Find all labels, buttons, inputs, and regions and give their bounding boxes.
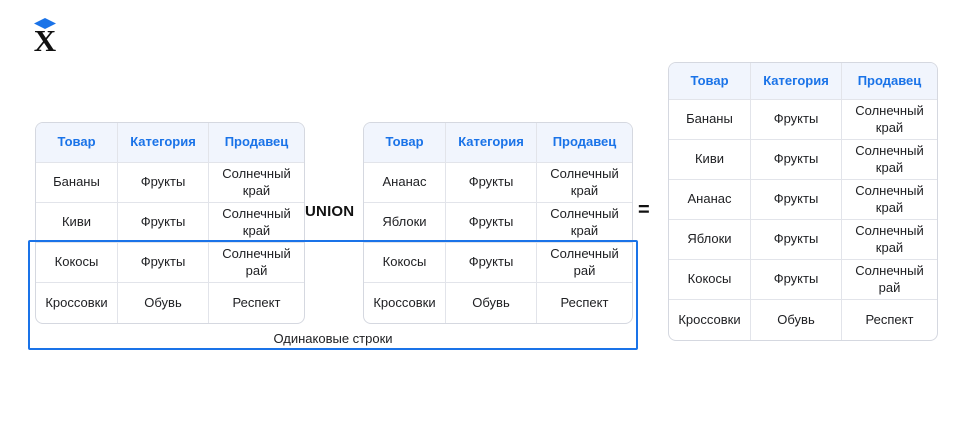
cell-category: Обувь [118,283,209,323]
column-header-product: Товар [364,123,446,162]
cell-category: Обувь [751,300,842,340]
cell-seller: Респект [865,311,914,327]
cell-product: Кроссовки [364,283,446,323]
cell-seller: Солнечный рай [855,263,924,295]
column-header-product: Товар [669,63,751,99]
cell-seller: Солнечный рай [222,246,291,278]
table-row: Яблоки Фрукты Солнечный край [364,203,632,243]
table-left: Товар Категория Продавец Бананы Фрукты С… [35,122,305,324]
equals-operator-label: = [638,199,650,221]
cell-product: Киви [36,203,118,242]
cell-category: Обувь [446,283,537,323]
table-row: Киви Фрукты Солнечный край [669,140,937,180]
cell-seller: Солнечный край [222,166,291,198]
cell-seller: Солнечный край [855,143,924,175]
cell-product: Бананы [36,163,118,202]
cell-category: Фрукты [118,163,209,202]
cell-category: Фрукты [446,243,537,282]
table-right: Товар Категория Продавец Ананас Фрукты С… [363,122,633,324]
cell-product: Яблоки [364,203,446,242]
cell-product: Ананас [669,180,751,219]
table-row: Яблоки Фрукты Солнечный край [669,220,937,260]
cell-product: Бананы [669,100,751,139]
table-row: Кокосы Фрукты Солнечный рай [364,243,632,283]
cell-product: Кроссовки [36,283,118,323]
cell-product: Кроссовки [669,300,751,340]
cell-seller: Солнечный край [855,103,924,135]
brand-logo: X [28,18,68,58]
cell-category: Фрукты [751,220,842,259]
column-header-category: Категория [446,123,537,162]
table-header-row: Товар Категория Продавец [364,123,632,163]
column-header-product: Товар [36,123,118,162]
table-result: Товар Категория Продавец Бананы Фрукты С… [668,62,938,341]
cell-seller: Солнечный край [550,166,619,198]
cell-seller: Солнечный край [550,206,619,238]
table-header-row: Товар Категория Продавец [669,63,937,100]
table-row: Ананас Фрукты Солнечный край [364,163,632,203]
column-header-seller: Продавец [224,134,289,150]
cell-category: Фрукты [118,243,209,282]
union-operator-label: UNION [305,203,355,220]
table-row: Бананы Фрукты Солнечный край [36,163,304,203]
table-row: Ананас Фрукты Солнечный край [669,180,937,220]
cell-seller: Солнечный край [855,223,924,255]
cell-category: Фрукты [751,140,842,179]
cell-category: Фрукты [446,203,537,242]
table-header-row: Товар Категория Продавец [36,123,304,163]
cell-category: Фрукты [751,180,842,219]
column-header-seller: Продавец [552,134,617,150]
cell-seller: Солнечный край [222,206,291,238]
cell-product: Ананас [364,163,446,202]
duplicate-rows-label: Одинаковые строки [273,331,393,346]
cell-seller: Солнечный край [855,183,924,215]
cell-category: Фрукты [446,163,537,202]
cell-category: Фрукты [118,203,209,242]
logo-letter: X [33,23,57,58]
cell-seller: Респект [560,294,609,310]
table-row: Бананы Фрукты Солнечный край [669,100,937,140]
column-header-seller: Продавец [857,72,922,88]
column-header-category: Категория [118,123,209,162]
cell-product: Яблоки [669,220,751,259]
cell-category: Фрукты [751,100,842,139]
cell-product: Кокосы [36,243,118,282]
table-row: Кроссовки Обувь Респект [669,300,937,340]
diamond-icon [34,18,56,29]
cell-category: Фрукты [751,260,842,299]
table-row: Кокосы Фрукты Солнечный рай [669,260,937,300]
cell-product: Кокосы [364,243,446,282]
cell-seller: Респект [232,294,281,310]
table-row: Кокосы Фрукты Солнечный рай [36,243,304,283]
table-row: Киви Фрукты Солнечный край [36,203,304,243]
cell-seller: Солнечный рай [550,246,619,278]
cell-product: Кокосы [669,260,751,299]
table-row: Кроссовки Обувь Респект [364,283,632,323]
cell-product: Киви [669,140,751,179]
column-header-category: Категория [751,63,842,99]
table-row: Кроссовки Обувь Респект [36,283,304,323]
